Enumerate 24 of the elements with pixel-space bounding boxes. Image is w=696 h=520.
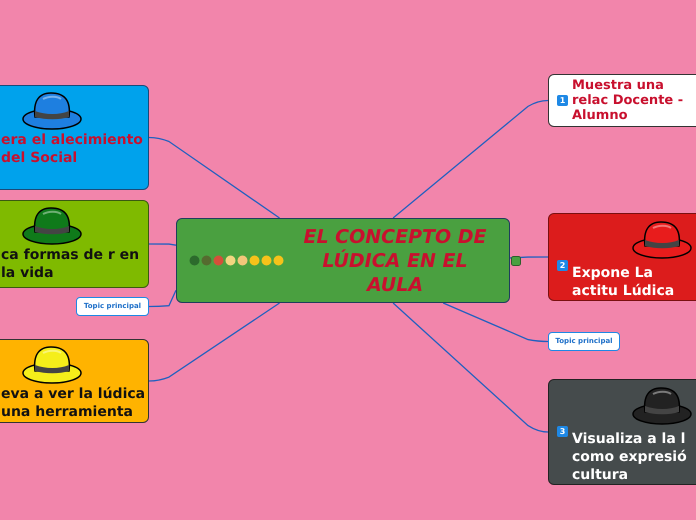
subtopic-card [548,74,696,127]
subtopic-card [548,213,696,301]
connector-line [392,302,548,433]
subtopic-text: Expone La actitu Lúdica [572,264,676,300]
connector-line [149,243,176,246]
subtopic-text: Visualiza a la l como expresió cultura [572,430,688,484]
number-badge: 1 [557,95,568,106]
central-topic-title: EL CONCEPTO DE LÚDICA EN EL AULA [302,224,488,296]
connector-line [149,136,280,219]
subtopic-card [0,200,149,288]
number-badge: 2 [557,260,568,271]
subtopic-text: eva a ver la lúdica una herramienta [1,385,146,421]
connector-line [149,290,177,308]
subtopic-text: Muestra una relac Docente -Alumno [572,78,684,123]
subtopic-card [0,85,149,190]
subtopic-text: era el alecimiento del Social [1,131,144,167]
connector-line [148,302,280,382]
subtopic-text: ca formas de r en la vida [1,246,140,282]
number-badge: 3 [557,426,568,437]
connector-line [442,302,548,342]
subtopic-card [548,379,696,485]
subtopic-card [0,339,149,423]
central-topic-box [176,218,510,303]
connector-line [392,100,548,218]
